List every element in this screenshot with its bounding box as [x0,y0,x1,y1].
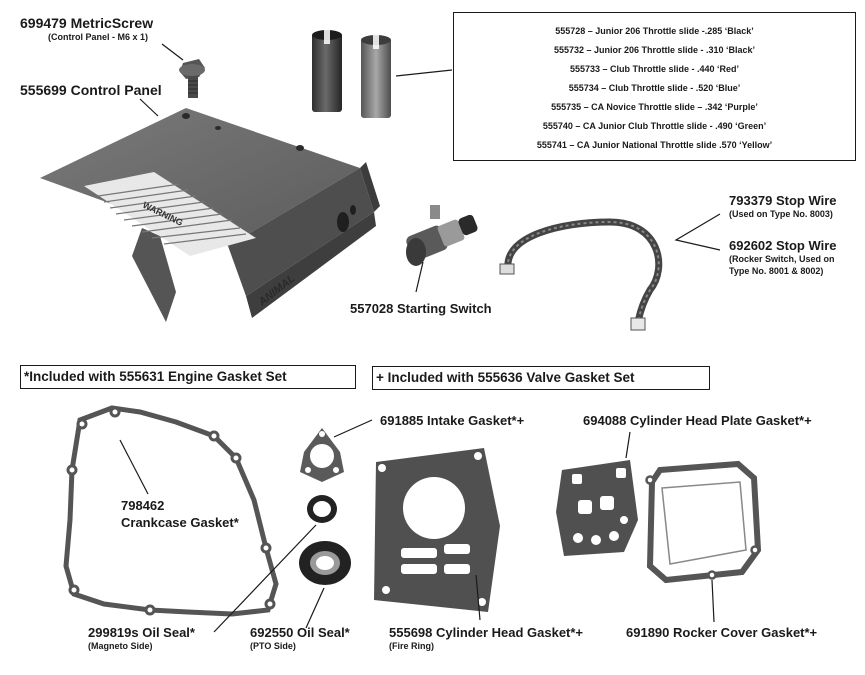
label-control-panel: 555699 Control Panel [20,82,162,98]
engine-gasket-set-text: *Included with 555631 Engine Gasket Set [24,369,287,384]
label-oil-seal-pto: 692550 Oil Seal* [250,625,350,640]
throttle-slide-item: 555741 – CA Junior National Throttle sli… [536,140,773,150]
label-crankcase-gasket-name: Crankcase Gasket* [121,515,239,530]
intake-gasket [300,428,344,482]
stop-wire [499,218,663,331]
label-intake-gasket: 691885 Intake Gasket*+ [380,413,525,428]
throttle-slide-sleeves [312,30,391,118]
label-stop-wire-692602: 692602 Stop Wire [729,238,837,253]
note-cylinder-head-gasket: (Fire Ring) [389,641,434,651]
leader-oil-seal-pto [305,587,325,629]
note-stop-wire-692602-line1: (Rocker Switch, Used on [729,254,835,264]
leader-intake [333,419,373,438]
leader-sleeves [395,69,453,77]
leader-control-panel [139,98,159,117]
metric-screw [179,59,205,98]
label-crankcase-gasket-number: 798462 [121,498,165,513]
label-cylinder-head-plate-gasket: 694088 Cylinder Head Plate Gasket*+ [583,413,812,428]
throttle-slide-item: 555734 – Club Throttle slide - .520 ‘Blu… [568,83,741,93]
throttle-slide-item: 555735 – CA Novice Throttle slide – .342… [551,102,758,112]
engine-gasket-set-box: *Included with 555631 Engine Gasket Set [20,365,356,389]
note-metric-screw: (Control Panel - M6 x 1) [48,32,149,42]
note-oil-seal-magneto: (Magneto Side) [88,641,153,651]
throttle-slide-item: 555728 – Junior 206 Throttle slide -.285… [555,26,754,36]
throttle-slide-list: 555728 – Junior 206 Throttle slide -.285… [453,12,856,161]
leader-cylinder-head [475,574,481,621]
rocker-cover-gasket [645,460,762,584]
crankcase-gasket [63,405,279,617]
leader-crankcase [119,439,149,495]
note-oil-seal-pto: (PTO Side) [250,641,296,651]
label-metric-screw: 699479 MetricScrew [20,15,154,31]
oil-seal-pto [299,541,351,585]
note-stop-wire-793379: (Used on Type No. 8003) [729,209,833,219]
valve-gasket-set-text: + Included with 555636 Valve Gasket Set [376,370,635,385]
label-oil-seal-magneto: 299819s Oil Seal* [88,625,195,640]
cylinder-head-plate-gasket [556,460,638,556]
leader-screw [161,43,184,61]
leader-stop-wire [674,213,721,251]
control-panel: WARNING ANIMAL [40,108,380,322]
oil-seal-magneto [307,495,337,523]
leader-oil-seal-magneto [213,524,317,633]
throttle-slide-item: 555733 – Club Throttle slide - .440 ‘Red… [569,64,740,74]
throttle-slide-item: 555740 – CA Junior Club Throttle slide -… [542,121,767,131]
leader-starting-switch [415,261,424,293]
label-starting-switch: 557028 Starting Switch [350,301,492,316]
leader-rocker-cover [711,579,715,623]
valve-gasket-set-box: + Included with 555636 Valve Gasket Set [372,366,710,390]
label-cylinder-head-gasket: 555698 Cylinder Head Gasket*+ [389,625,584,640]
cylinder-head-gasket [374,448,500,612]
leader-head-plate [625,431,631,459]
label-stop-wire-793379: 793379 Stop Wire [729,193,837,208]
throttle-slide-item: 555732 – Junior 206 Throttle slide - .31… [553,45,756,55]
starting-switch [406,205,478,266]
label-rocker-cover-gasket: 691890 Rocker Cover Gasket*+ [626,625,818,640]
note-stop-wire-692602-line2: Type No. 8001 & 8002) [729,266,824,276]
